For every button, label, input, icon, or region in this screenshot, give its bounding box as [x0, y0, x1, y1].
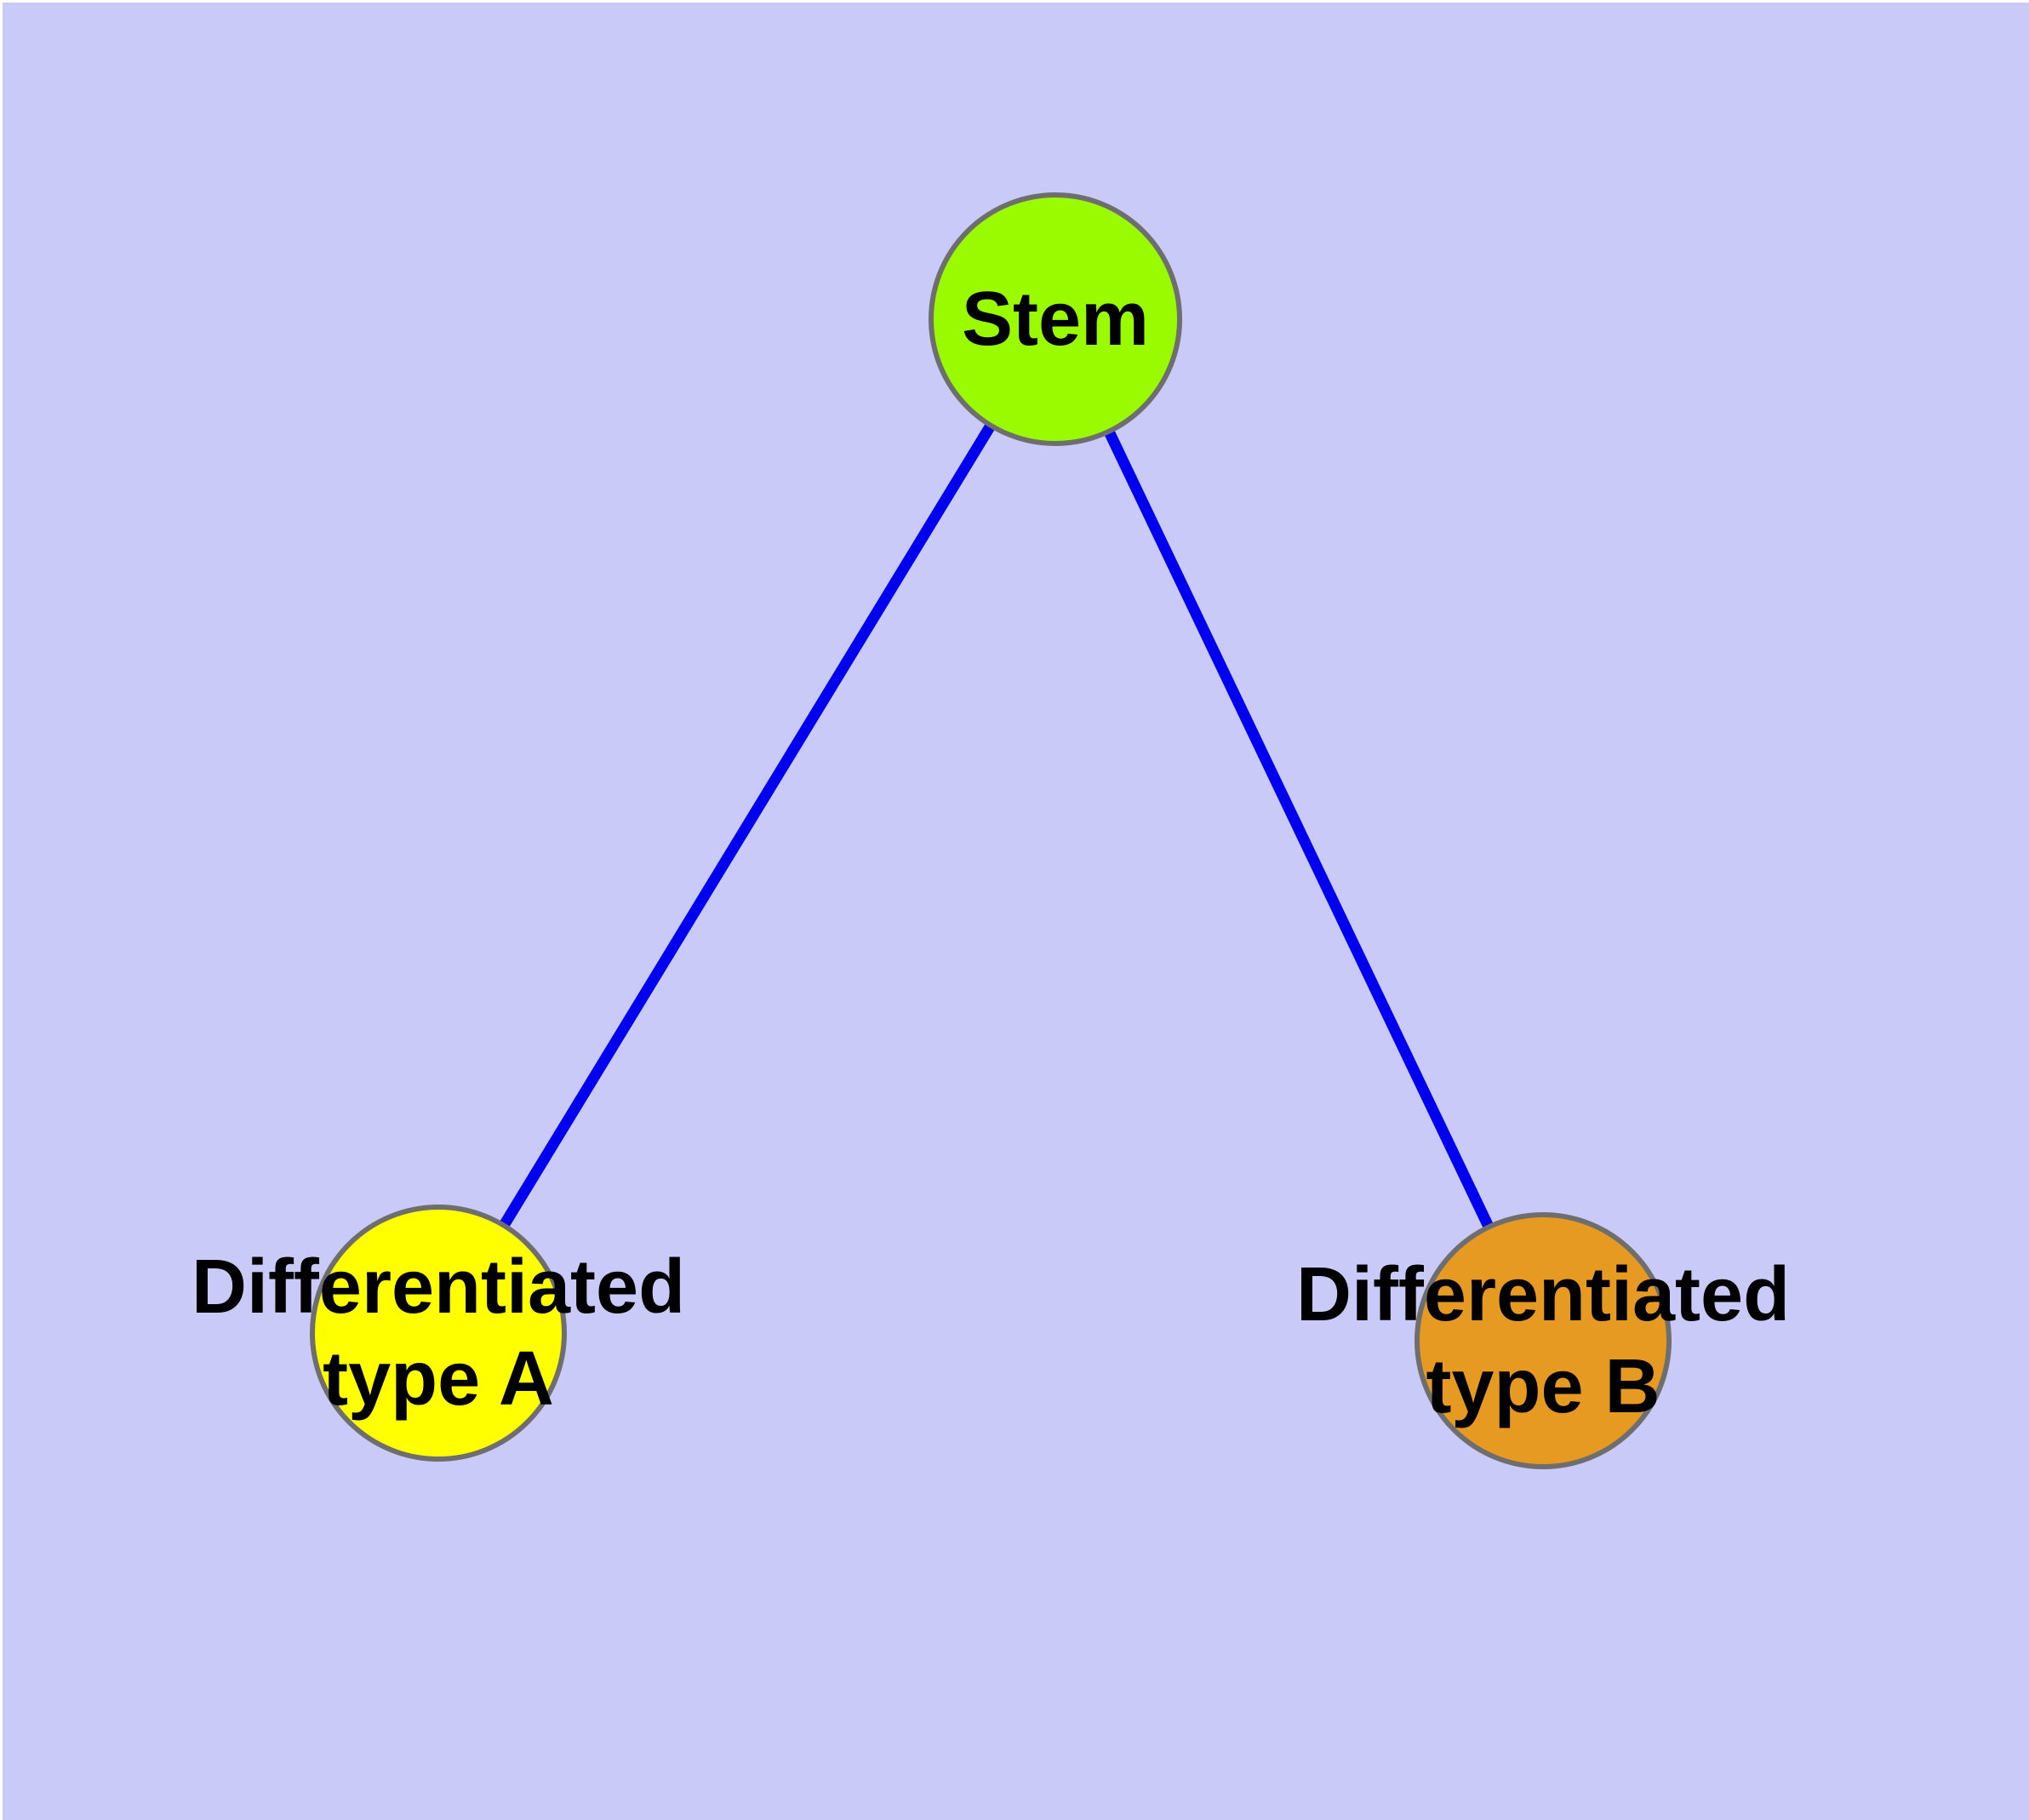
graph-svg — [310, 192, 1672, 1469]
nodes-layer — [310, 192, 1672, 1469]
edge-stem-to-differentiated-type-a — [433, 316, 1060, 1336]
node-circle-stem — [929, 192, 1182, 446]
edge-stem-to-differentiated-type-b — [1050, 317, 1548, 1343]
edges-layer — [433, 316, 1548, 1343]
node-circle-differentiated-type-a — [310, 1205, 567, 1462]
node-circle-differentiated-type-b — [1415, 1212, 1672, 1469]
